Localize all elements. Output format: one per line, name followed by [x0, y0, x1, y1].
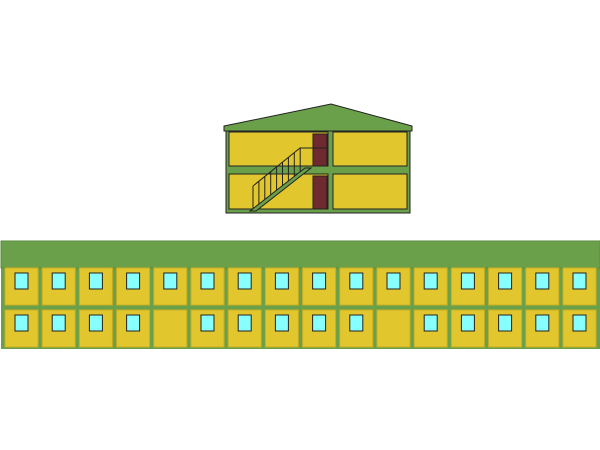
window	[460, 314, 475, 332]
window	[14, 314, 29, 332]
module-panel	[153, 309, 188, 348]
long-building-roof	[0, 240, 600, 269]
door-lower	[312, 175, 328, 210]
window	[126, 272, 141, 290]
small-building-roof	[223, 103, 413, 132]
window	[237, 314, 252, 332]
window	[312, 272, 327, 290]
window	[572, 272, 587, 290]
long-building	[0, 240, 600, 349]
window	[274, 314, 289, 332]
unit-lower-right	[332, 173, 408, 210]
window	[51, 272, 66, 290]
window	[423, 314, 438, 332]
window	[423, 272, 438, 290]
window	[14, 272, 29, 290]
window	[274, 272, 289, 290]
window	[163, 272, 178, 290]
window	[200, 314, 215, 332]
small-building	[223, 103, 413, 214]
window	[200, 272, 215, 290]
window	[312, 314, 327, 332]
window	[498, 314, 513, 332]
window	[535, 314, 550, 332]
staircase	[248, 167, 313, 212]
window	[126, 314, 141, 332]
window	[237, 272, 252, 290]
unit-upper-right	[332, 131, 408, 167]
window	[88, 272, 103, 290]
window	[51, 314, 66, 332]
window	[386, 272, 401, 290]
unit-upper-left	[228, 131, 329, 167]
module-panel	[376, 309, 411, 348]
window	[349, 314, 364, 332]
window	[88, 314, 103, 332]
door-upper	[312, 133, 328, 167]
stair-railing	[252, 147, 327, 209]
window	[535, 272, 550, 290]
window	[572, 314, 587, 332]
window	[498, 272, 513, 290]
window	[460, 272, 475, 290]
window	[349, 272, 364, 290]
